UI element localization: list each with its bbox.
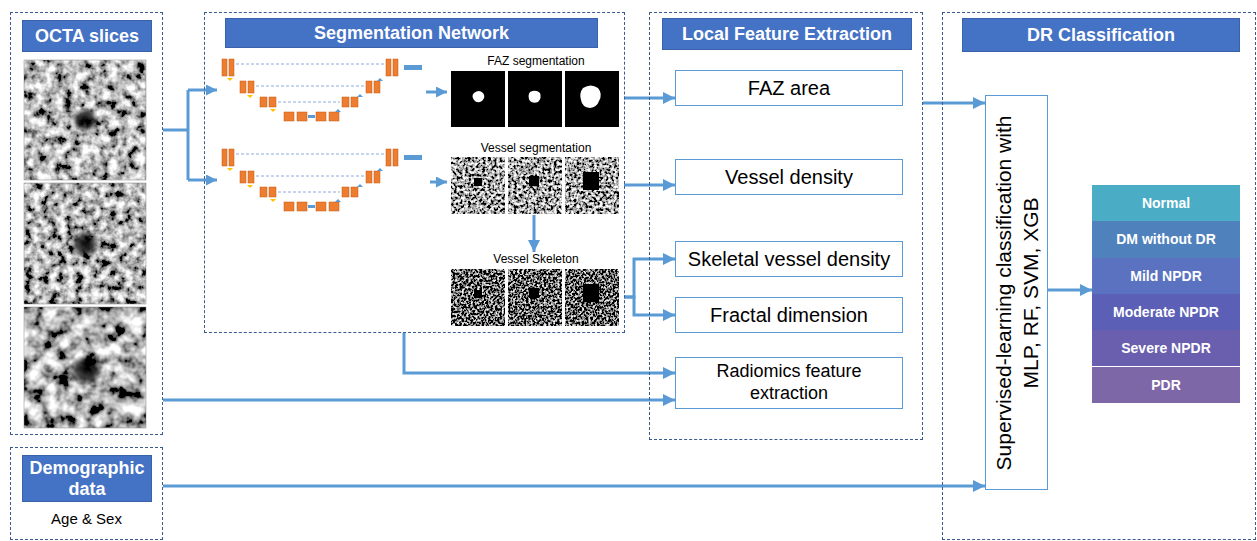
classifier-box: Supervised-learning classification with … bbox=[985, 95, 1048, 490]
octa-image bbox=[24, 60, 146, 180]
class-name: Normal bbox=[1142, 195, 1190, 211]
flow-connector bbox=[624, 259, 675, 297]
vessel-mask-image bbox=[583, 172, 599, 190]
octa-image bbox=[70, 230, 100, 258]
faz-mask-image bbox=[580, 86, 600, 109]
class-name: Mild NPDR bbox=[1130, 268, 1202, 284]
class-name: DM without DR bbox=[1116, 231, 1216, 247]
section-panel: DR ClassificationSupervised-learning cla… bbox=[942, 12, 1256, 540]
flow-connector bbox=[923, 102, 985, 105]
octa-image bbox=[24, 307, 146, 428]
section-header: Local Feature Extraction bbox=[662, 18, 912, 50]
feature-box: Radiomics feature extraction bbox=[675, 357, 903, 409]
octa-image bbox=[24, 183, 146, 304]
vessel-mask-image bbox=[474, 178, 482, 186]
section-panel: Segmentation NetworkFAZ segmentationVess… bbox=[204, 12, 625, 333]
feature-label: Fractal dimension bbox=[704, 303, 874, 327]
class-label: PDR bbox=[1092, 367, 1240, 403]
vessel-skeleton-image bbox=[508, 269, 562, 326]
octa-image bbox=[24, 183, 146, 304]
octa-image bbox=[71, 107, 99, 133]
section-header: OCTA slices bbox=[22, 20, 152, 52]
octa-image bbox=[24, 307, 146, 428]
class-label: Mild NPDR bbox=[1092, 258, 1240, 294]
section-panel: OCTA slices bbox=[10, 12, 163, 435]
image-caption: Vessel Skeleton bbox=[448, 252, 624, 266]
flow-connector bbox=[624, 97, 675, 100]
class-label: Normal bbox=[1092, 185, 1240, 221]
faz-mask-image bbox=[565, 71, 619, 127]
feature-label: Skeletal vessel density bbox=[682, 247, 896, 271]
segmentation-output: Vessel Skeleton bbox=[448, 252, 624, 328]
faz-mask-image bbox=[473, 91, 485, 102]
feature-box: Vessel density bbox=[675, 159, 903, 195]
vessel-skeleton-image bbox=[451, 269, 619, 326]
vessel-skeleton-image bbox=[529, 288, 539, 298]
class-label: Moderate NPDR bbox=[1092, 294, 1240, 330]
vessel-mask-image bbox=[451, 157, 505, 214]
flow-connector bbox=[163, 485, 985, 488]
image-caption: FAZ segmentation bbox=[448, 54, 624, 68]
flow-arrow bbox=[188, 179, 217, 182]
unet-illustration bbox=[222, 59, 422, 121]
flow-arrow bbox=[426, 91, 447, 94]
vessel-mask-image bbox=[451, 157, 619, 214]
unet-illustration bbox=[222, 149, 422, 211]
octa-image bbox=[24, 60, 146, 180]
feature-box: Skeletal vessel density bbox=[675, 241, 903, 277]
flow-connector bbox=[404, 333, 675, 373]
section-header: Demographic data bbox=[22, 455, 152, 502]
flow-connector bbox=[163, 399, 675, 402]
section-header: Segmentation Network bbox=[225, 18, 598, 48]
flow-arrow bbox=[163, 90, 447, 182]
class-label: Severe NPDR bbox=[1092, 330, 1240, 366]
flow-connector bbox=[624, 297, 675, 315]
flow-connector bbox=[533, 215, 536, 252]
octa-image bbox=[24, 307, 146, 428]
vessel-mask-image bbox=[508, 157, 562, 214]
octa-image bbox=[24, 60, 146, 180]
class-name: PDR bbox=[1151, 377, 1181, 393]
flow-arrow bbox=[163, 129, 188, 132]
section-panel: Demographic dataAge & Sex bbox=[10, 447, 163, 540]
section-panel: Local Feature ExtractionFAZ areaVessel d… bbox=[649, 12, 923, 440]
flow-arrow bbox=[430, 181, 447, 184]
vessel-skeleton-image bbox=[451, 269, 505, 326]
segmentation-output: Vessel segmentation bbox=[448, 141, 624, 215]
feature-label: Radiomics feature extraction bbox=[676, 361, 902, 404]
vessel-skeleton-image bbox=[583, 284, 599, 302]
feature-box: Fractal dimension bbox=[675, 297, 903, 333]
faz-mask-image bbox=[508, 71, 562, 127]
classifier-label: Supervised-learning classification with … bbox=[989, 107, 1044, 478]
flow-arrow bbox=[188, 89, 217, 92]
vessel-skeleton-image bbox=[474, 290, 482, 298]
feature-label: Vessel density bbox=[719, 165, 859, 189]
class-name: Severe NPDR bbox=[1121, 340, 1211, 356]
section-note: Age & Sex bbox=[10, 510, 163, 527]
feature-label: FAZ area bbox=[742, 76, 836, 100]
section-header: DR Classification bbox=[962, 18, 1240, 52]
segmentation-output: FAZ segmentation bbox=[448, 54, 624, 128]
feature-box: FAZ area bbox=[675, 70, 903, 106]
image-caption: Vessel segmentation bbox=[448, 141, 624, 155]
class-label: DM without DR bbox=[1092, 221, 1240, 257]
class-name: Moderate NPDR bbox=[1113, 304, 1219, 320]
faz-mask-image bbox=[529, 91, 541, 103]
octa-image bbox=[24, 183, 146, 304]
vessel-mask-image bbox=[529, 176, 539, 186]
octa-image bbox=[69, 354, 103, 386]
flow-arrow bbox=[187, 90, 190, 180]
vessel-skeleton-image bbox=[565, 269, 619, 326]
faz-mask-image bbox=[451, 71, 505, 127]
faz-mask-image bbox=[451, 71, 619, 127]
flow-connector bbox=[624, 184, 675, 187]
flow-connector bbox=[1048, 289, 1092, 292]
vessel-mask-image bbox=[565, 157, 619, 214]
